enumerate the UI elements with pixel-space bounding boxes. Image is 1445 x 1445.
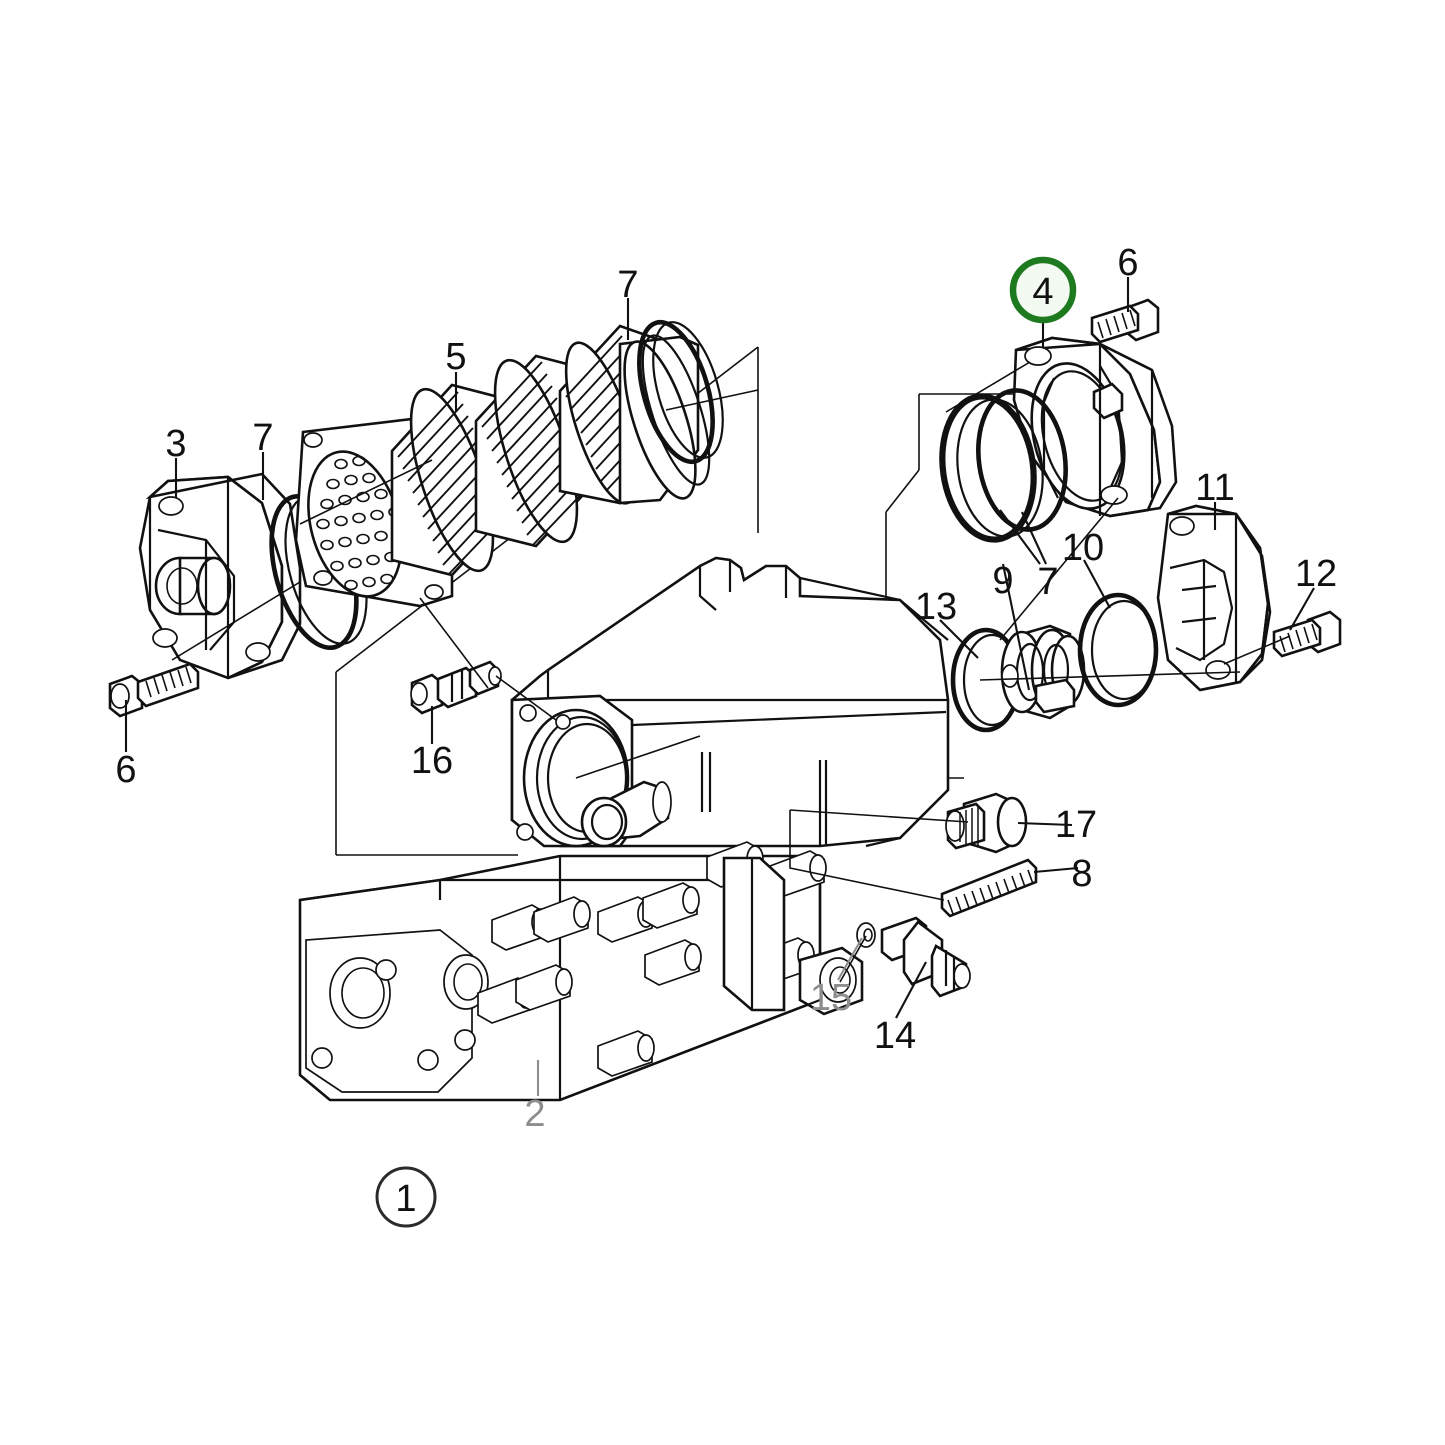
assembly-reference-lines [171,361,1291,983]
callout-7-left-label[interactable]: 7 [252,417,273,459]
callout-4-label: 4 [1032,271,1053,313]
callout-10-label[interactable]: 10 [1062,527,1104,569]
callout-6-left-label[interactable]: 6 [115,749,136,791]
o-ring-seal-right-pair [939,388,1068,543]
end-cover-left [138,472,302,680]
callout-1[interactable]: 1 [375,1166,437,1228]
callout-6-right-label[interactable]: 6 [1117,242,1138,284]
callout-5-label[interactable]: 5 [445,336,466,378]
callout-2-label[interactable]: 2 [524,1093,545,1135]
cooler-housing-body [298,556,950,1102]
callout-1-label: 1 [395,1178,416,1220]
callout-8-label[interactable]: 8 [1071,853,1092,895]
seal-ring-10 [1077,592,1159,708]
callout-16-label[interactable]: 16 [411,740,453,782]
banjo-bolt-fitting-16 [410,660,502,715]
callout-3-label[interactable]: 3 [165,423,186,465]
end-cover-right [1012,336,1178,518]
callout-7-top-label[interactable]: 7 [617,264,638,306]
leader-lines [124,277,1315,1096]
o-ring-seal-core-right [637,319,724,465]
thermostat-9 [1000,624,1086,720]
callout-7-right-label[interactable]: 7 [1037,561,1058,603]
callout-14-label[interactable]: 14 [874,1015,916,1057]
stud-bolt-8 [940,858,1038,918]
hex-flange-screw-12 [1272,610,1342,658]
callout-4-highlight[interactable]: 4 [1009,256,1077,324]
thermostat-housing-cover-11 [1156,504,1272,692]
tube-holes [316,455,410,591]
callout-15-label[interactable]: 15 [810,977,852,1019]
fin-bundle [390,324,711,577]
callout-12-label[interactable]: 12 [1295,553,1337,595]
socket-head-screw-6-right [1090,298,1160,344]
callout-17-label[interactable]: 17 [1055,804,1097,846]
socket-head-screw-6-left [108,662,200,718]
temperature-sensor-14 [856,916,971,998]
callout-11-label[interactable]: 11 [1195,467,1234,509]
drain-plug-17 [945,792,1028,854]
cooler-core-element [294,324,711,608]
callout-13-label[interactable]: 13 [915,586,957,628]
callout-9-label[interactable]: 9 [992,560,1013,602]
